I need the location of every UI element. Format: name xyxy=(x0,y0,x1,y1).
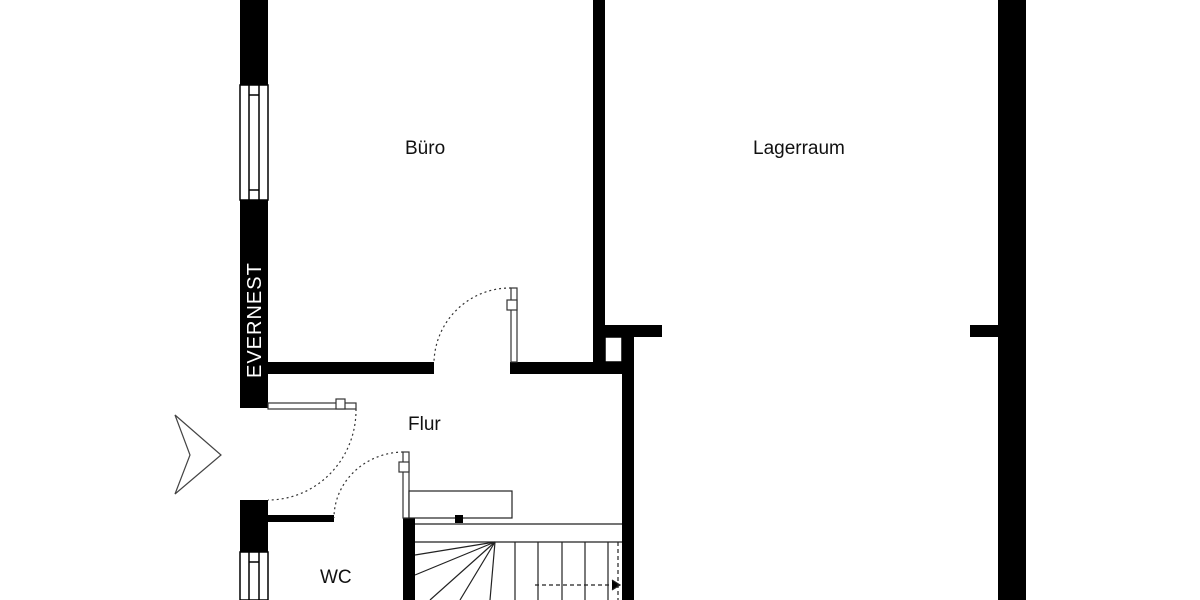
wall-office-bottom-right xyxy=(510,362,628,374)
entrance-door-leaf xyxy=(267,402,357,410)
wall-left-mid xyxy=(240,200,268,408)
doors xyxy=(267,287,518,519)
office-door-swing xyxy=(433,287,512,363)
wc-door-swing xyxy=(333,451,404,519)
wall-left-upper xyxy=(240,0,268,85)
wall-hall-storage xyxy=(622,334,634,600)
window-upper xyxy=(239,84,269,201)
wall-storage-right xyxy=(998,0,1026,600)
shaft-outline xyxy=(604,336,623,363)
staircase xyxy=(408,490,622,600)
room-label-wc: WC xyxy=(320,567,352,588)
wall-stub-right xyxy=(970,325,1000,337)
room-label-office: Büro xyxy=(405,138,445,159)
window-lower xyxy=(239,551,269,600)
wall-office-bottom-left xyxy=(268,362,434,374)
wc-door-leaf xyxy=(402,451,410,519)
room-label-hallway: Flur xyxy=(408,414,441,435)
wall-wc-top xyxy=(268,515,334,522)
walls xyxy=(240,0,1026,600)
entrance-arrow-icon xyxy=(174,414,222,495)
office-door-leaf xyxy=(510,287,518,363)
watermark-text: EVERNEST xyxy=(244,262,266,378)
entrance-door-swing xyxy=(267,408,357,501)
wall-wc-stairs xyxy=(403,518,415,600)
wall-left-lower xyxy=(240,500,268,552)
room-label-storage: Lagerraum xyxy=(753,138,845,159)
wall-office-storage xyxy=(593,0,605,362)
wall-stub-horizontal xyxy=(605,325,662,337)
stair-landing xyxy=(408,490,513,519)
